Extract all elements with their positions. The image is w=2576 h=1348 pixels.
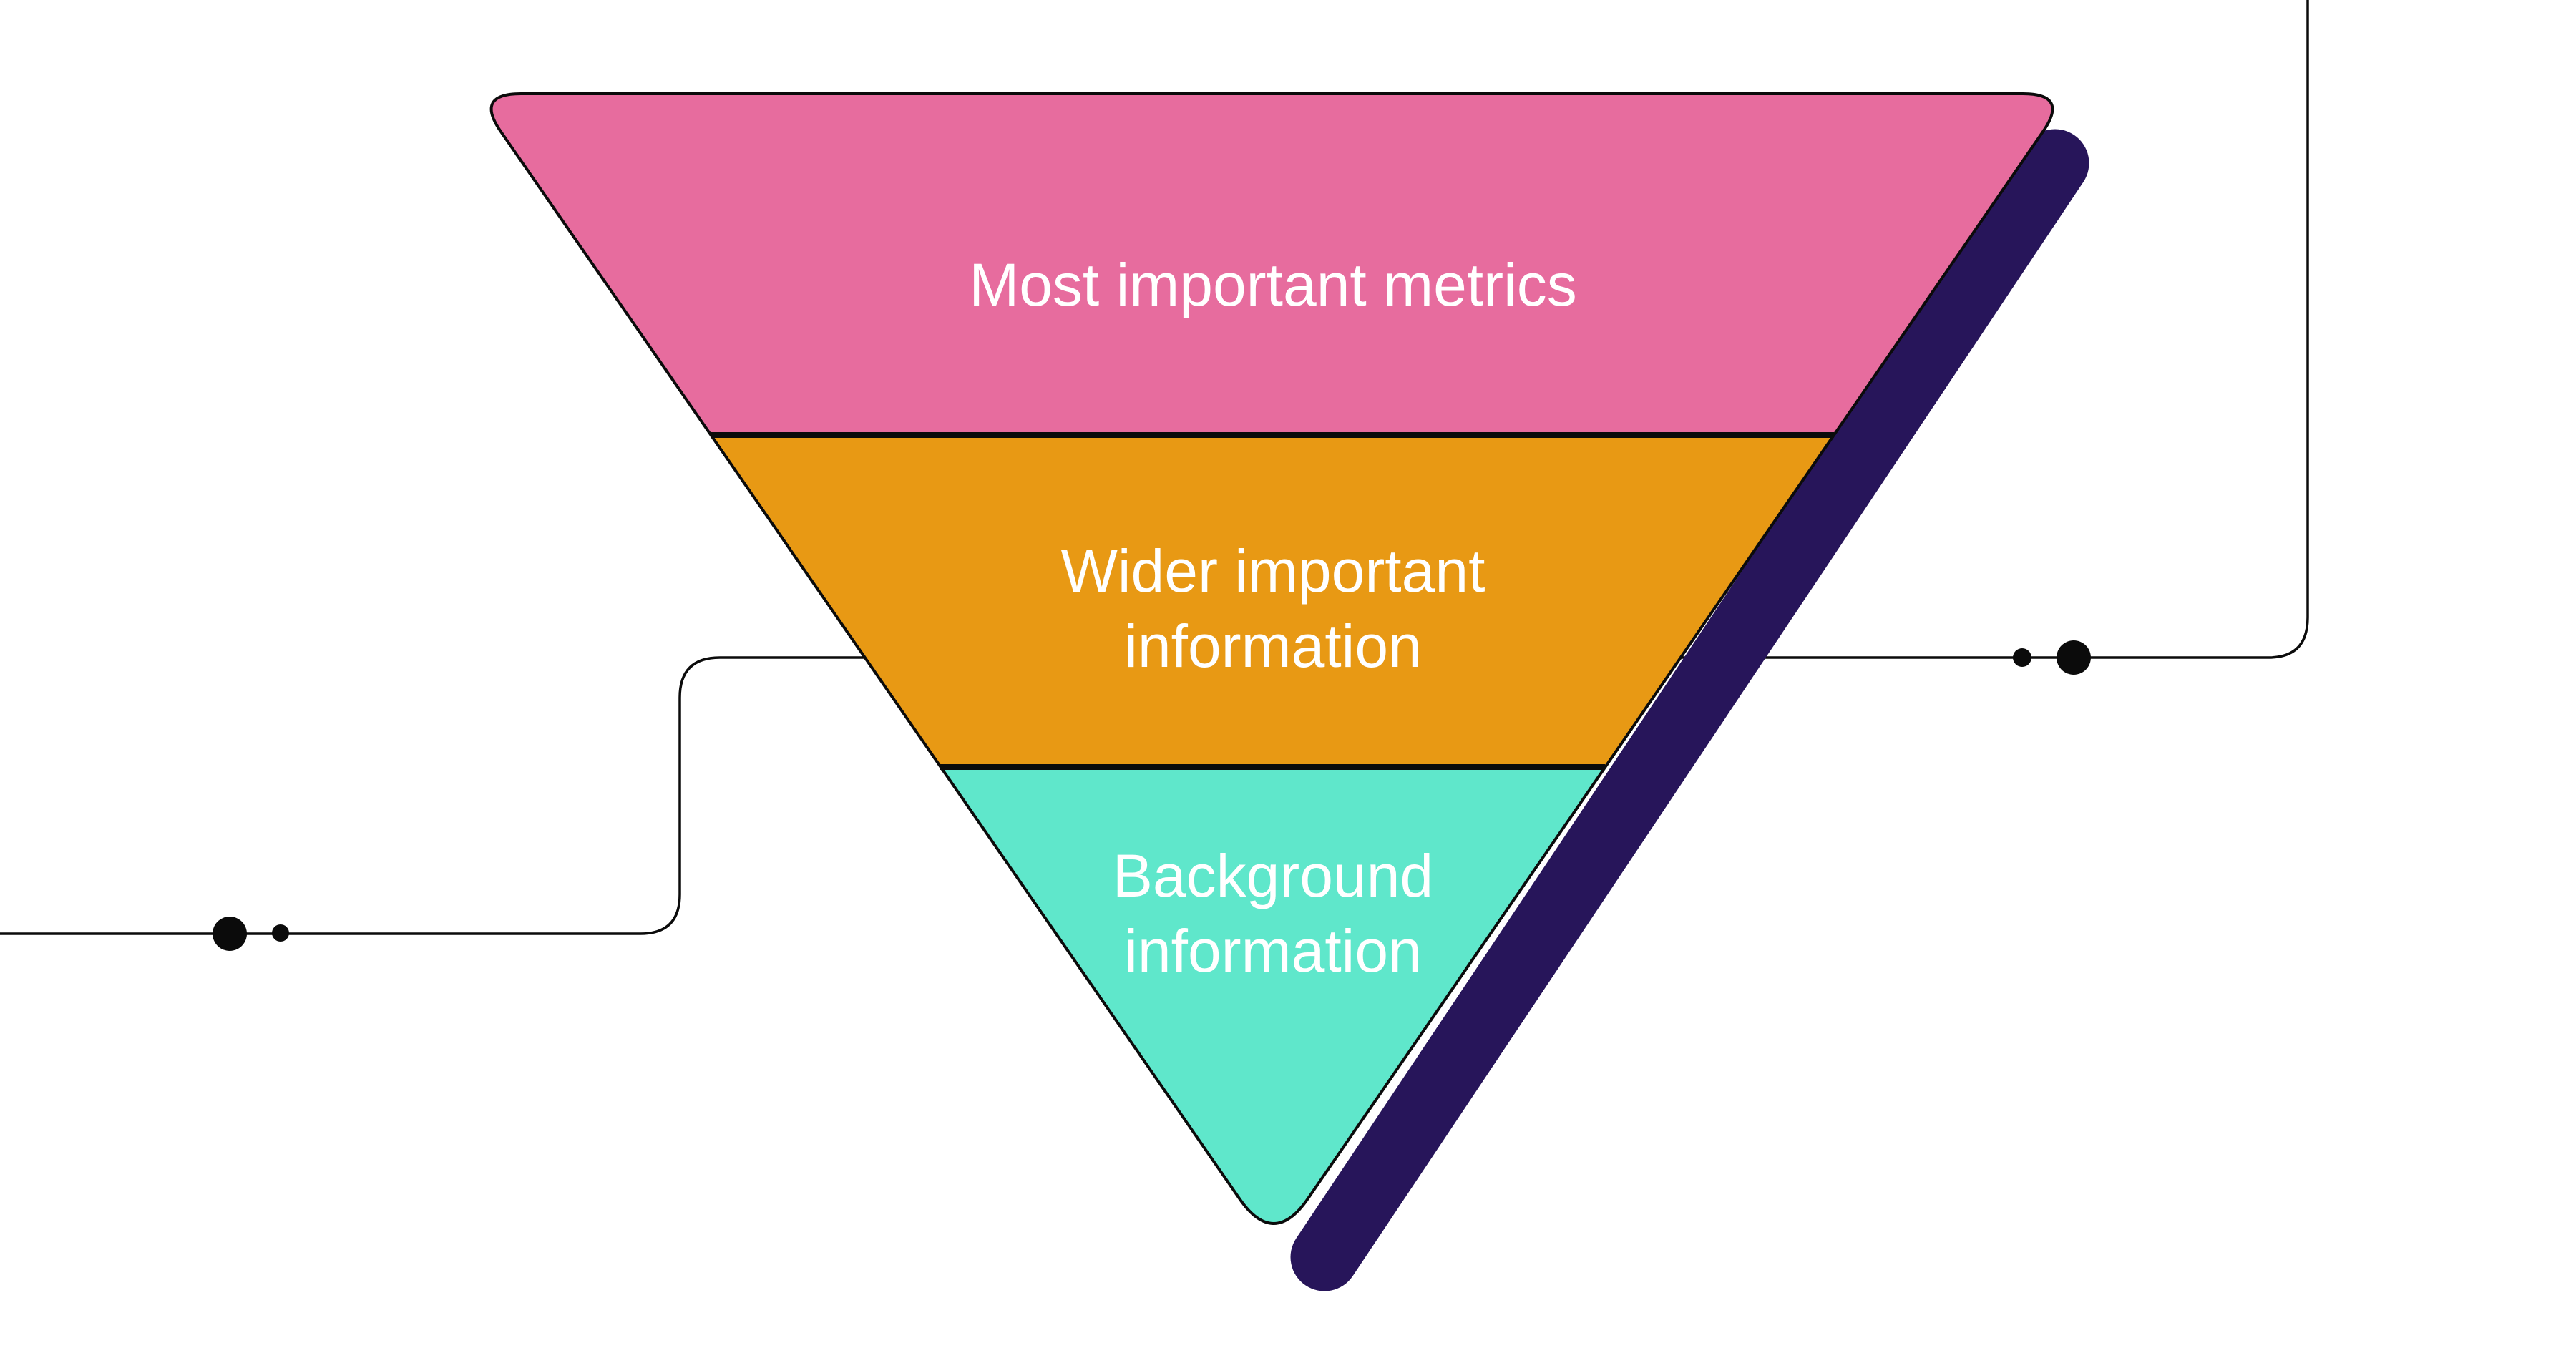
tier-2-label-line-1: Wider important [1060,537,1485,605]
tier-1-label-line-1: Most important metrics [969,251,1577,318]
tier-2-label: Wider important information [1061,534,1485,684]
funnel-outline [489,92,2054,1225]
funnel-shadow [1290,129,2089,1291]
decor-dot-right-small [2013,648,2031,667]
tier-3-label-line-1: Background [1112,842,1434,909]
decor-dot-right-large [2057,640,2091,675]
funnel-tier-2-shape [711,434,1834,768]
tier-3-label-line-2: information [1124,917,1422,985]
decor-dot-left-small [272,924,289,942]
funnel-tier-3-shape [940,767,1605,1224]
decor-connector-line [0,0,2309,935]
tier-1-label: Most important metrics [969,248,1577,323]
decor-dot-left-large [213,917,247,951]
tier-2-label-line-2: information [1124,612,1422,680]
tier-3-label: Background information [1113,839,1433,989]
